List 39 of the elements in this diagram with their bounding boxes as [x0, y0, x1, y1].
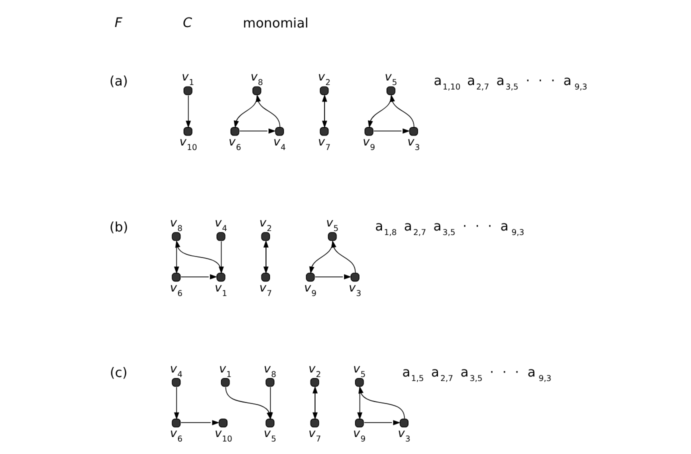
- node-label: v$_{8}$: [170, 215, 182, 233]
- node-label: v$_{1}$: [214, 280, 228, 298]
- label: monomial: [242, 16, 308, 32]
- node-label: v$_{4}$: [214, 215, 228, 233]
- node-label: v$_{10}$: [214, 426, 232, 444]
- label: a$_{1,8}$ a$_{2,7}$ a$_{3,5}$ · · · a$_{9,3}$: [375, 220, 524, 238]
- node-label: v$_{8}$: [264, 361, 276, 379]
- node-label: v$_{2}$: [308, 361, 321, 379]
- label: a$_{1,10}$ a$_{2,7}$ a$_{3,5}$ · · · a$_{9,3}$: [434, 74, 588, 92]
- label: C: [182, 16, 192, 31]
- node-label: v$_{6}$: [170, 426, 182, 444]
- node-label: v$_{9}$: [353, 426, 366, 444]
- node-label: v$_{5}$: [326, 215, 339, 233]
- node-label: v$_{9}$: [362, 134, 376, 152]
- node-label: v$_{3}$: [407, 134, 420, 152]
- node-label: v$_{3}$: [398, 426, 410, 444]
- node-label: v$_{5}$: [264, 426, 276, 444]
- node-label: v$_{1}$: [219, 361, 232, 379]
- node-label: v$_{2}$: [259, 215, 272, 233]
- node-label: v$_{2}$: [318, 70, 330, 88]
- node-label: v$_{10}$: [180, 134, 198, 152]
- node-label: v$_{6}$: [170, 280, 182, 298]
- label: (a): [110, 74, 128, 90]
- node-label: v$_{4}$: [170, 361, 182, 379]
- node-label: v$_{9}$: [304, 280, 317, 298]
- label: (c): [110, 366, 128, 382]
- node-label: v$_{4}$: [273, 134, 286, 152]
- node-label: v$_{3}$: [348, 280, 362, 298]
- node-label: v$_{7}$: [259, 280, 272, 298]
- node-label: v$_{5}$: [353, 361, 366, 379]
- label: (b): [110, 220, 128, 236]
- label: F: [114, 16, 122, 31]
- node-label: v$_{1}$: [182, 70, 194, 88]
- node-label: v$_{7}$: [318, 134, 330, 152]
- label: a$_{1,5}$ a$_{2,7}$ a$_{3,5}$ · · · a$_{9,3}$: [402, 365, 552, 383]
- node-label: v$_{5}$: [384, 70, 398, 88]
- node-label: v$_{8}$: [250, 70, 264, 88]
- node-label: v$_{7}$: [308, 426, 321, 444]
- node-label: v$_{6}$: [228, 134, 242, 152]
